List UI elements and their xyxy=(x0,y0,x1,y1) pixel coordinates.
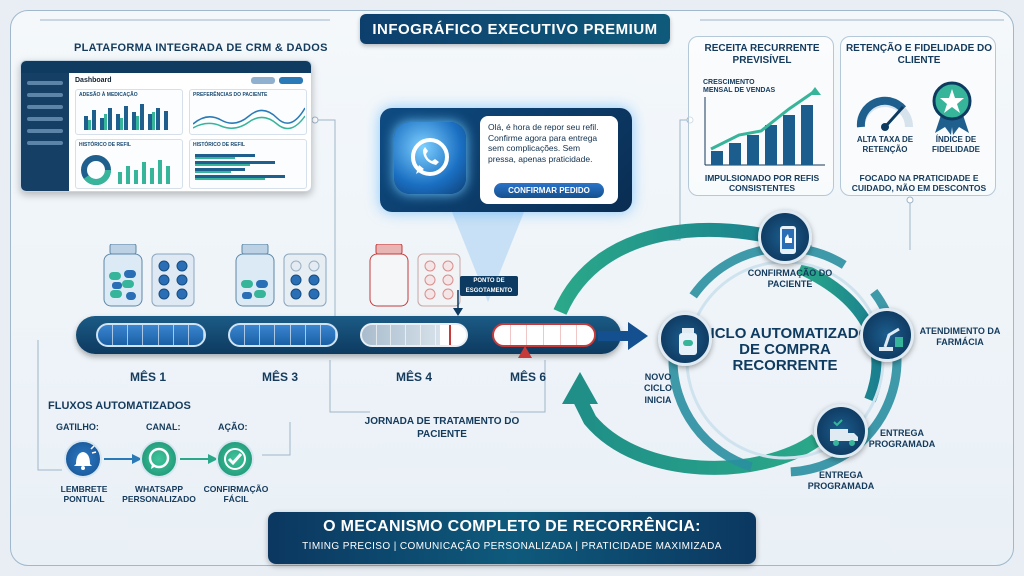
month-label-1: MÊS 1 xyxy=(130,370,167,384)
flow-arrow-2 xyxy=(180,454,218,464)
receita-chart-label: CRESCIMENTO MENSAL DE VENDAS xyxy=(703,79,776,95)
delivery-truck-icon xyxy=(830,419,858,446)
message-bubble: Olá, é hora de repor seu refil. Confirme… xyxy=(480,116,618,204)
timeline-arrow-icon xyxy=(598,322,648,350)
card-preferencias: PREFERÊNCIAS DO PACIENTE xyxy=(189,89,307,135)
medicine-bottle-icon xyxy=(679,328,697,355)
jornada-label: JORNADA DE TRATAMENTO DO PACIENTE xyxy=(364,416,520,440)
entrega-label-b: ENTREGA PROGRAMADA xyxy=(807,470,875,492)
message-text: Olá, é hora de repor seu refil. Confirme… xyxy=(488,122,599,164)
page-title: INFOGRÁFICO EXECUTIVO PREMIUM xyxy=(360,14,670,44)
dashboard-tab-button[interactable] xyxy=(251,77,275,84)
depletion-warning-icon xyxy=(518,346,532,358)
retencao-header: RETENÇÃO E FIDELIDADE DO CLIENTE xyxy=(845,43,993,66)
footer-title: O MECANISMO COMPLETO DE RECORRÊNCIA: xyxy=(323,518,701,535)
treatment-timeline xyxy=(76,316,621,354)
timeline-segment-month1 xyxy=(96,323,206,347)
flow-acao-label: AÇÃO: xyxy=(218,422,248,432)
whatsapp-icon xyxy=(394,122,466,194)
reminder-bell-node xyxy=(64,440,102,478)
crm-dashboard: Dashboard ADESÃO À MEDICAÇÃO PREFERÊNCIA… xyxy=(20,60,312,192)
medication-set-month3 xyxy=(235,244,327,307)
ponto-marker xyxy=(453,290,463,316)
flow-canal-label: CANAL: xyxy=(146,422,181,432)
adesao-bars xyxy=(84,104,168,130)
whatsapp-icon-small xyxy=(148,447,170,469)
loyalty-badge-icon xyxy=(932,81,972,135)
historico-donut xyxy=(81,155,170,185)
footer-subtitle: TIMING PRECISO | COMUNICAÇÃO PERSONALIZA… xyxy=(302,541,722,552)
timeline-segment-month6 xyxy=(492,323,596,347)
flow-gatilho-label: GATILHO: xyxy=(56,422,99,432)
whatsapp-channel-node xyxy=(140,440,178,478)
historico-hbars xyxy=(195,154,285,180)
gauge-icon xyxy=(856,96,913,131)
confirm-order-button[interactable]: CONFIRMAR PEDIDO xyxy=(494,183,604,198)
crm-header: PLATAFORMA INTEGRADA DE CRM & DADOS xyxy=(74,42,328,54)
preferencias-lines xyxy=(193,107,305,130)
novo-ciclo-label: NOVO CICLO INICIA xyxy=(644,372,672,405)
medication-set-month4 xyxy=(369,244,461,307)
badge-label: ÍNDICE DE FIDELIDADE xyxy=(932,135,980,154)
timeline-segment-month4 xyxy=(360,323,468,347)
month-label-4: MÊS 4 xyxy=(396,370,433,384)
timeline-segment-month3 xyxy=(228,323,338,347)
bell-icon xyxy=(74,445,97,470)
medication-set-month1 xyxy=(103,244,195,307)
gauge-label: ALTA TAXA DE RETENÇÃO xyxy=(856,135,914,154)
receita-header: RECEITA RECURRENTE PREVISÍVEL xyxy=(704,43,820,66)
whatsapp-label: WHATSAPP PERSONALIZADO xyxy=(122,484,196,505)
dashboard-action-button[interactable] xyxy=(279,77,303,84)
pharmacy-service-node xyxy=(860,308,914,362)
retencao-panel: RETENÇÃO E FIDELIDADE DO CLIENTE ALTA TA… xyxy=(840,36,996,196)
confirmacao-label: CONFIRMAÇÃO DO PACIENTE xyxy=(747,268,833,290)
atendimento-label: ATENDIMENTO DA FARMÁCIA xyxy=(919,326,1001,348)
new-cycle-node xyxy=(658,312,712,366)
card-adesao: ADESÃO À MEDICAÇÃO xyxy=(75,89,183,135)
check-icon xyxy=(224,448,246,470)
month-label-3: MÊS 3 xyxy=(262,370,299,384)
confirmacao-facil-label: CONFIRMAÇÃO FÁCIL xyxy=(203,484,269,505)
footer-banner: O MECANISMO COMPLETO DE RECORRÊNCIA: TIM… xyxy=(268,512,756,564)
robot-arm-icon xyxy=(879,327,903,351)
entrega-label-a: ENTREGA PROGRAMADA xyxy=(868,428,936,450)
patient-confirmation-node xyxy=(758,210,812,264)
flows-header: FLUXOS AUTOMATIZADOS xyxy=(48,400,191,412)
card-historico-2: HISTÓRICO DE REFIL xyxy=(189,139,307,189)
cycle-center-label: CICLO AUTOMATIZADO DE COMPRA RECORRENTE xyxy=(699,325,871,374)
whatsapp-message-card: Olá, é hora de repor seu refil. Confirme… xyxy=(380,108,632,212)
month-label-6: MÊS 6 xyxy=(510,370,547,384)
scheduled-delivery-node xyxy=(814,404,868,458)
confirmation-check-node xyxy=(216,440,254,478)
card-historico-1: HISTÓRICO DE REFIL xyxy=(75,139,183,189)
dashboard-title: Dashboard xyxy=(75,77,112,84)
receita-panel: RECEITA RECURRENTE PREVISÍVEL CRESCIMENT… xyxy=(688,36,834,196)
flow-arrow-1 xyxy=(104,454,142,464)
ponto-esgotamento-label: PONTO DE ESGOTAMENTO xyxy=(460,276,518,296)
retencao-caption: FOCADO NA PRATICIDADE E CUIDADO, NÃO EM … xyxy=(851,173,987,194)
lembrete-label: LEMBRETE PONTUAL xyxy=(60,484,108,505)
receita-growth-chart xyxy=(704,87,825,166)
smartphone-thumbs-up-icon xyxy=(780,226,796,254)
receita-caption: IMPULSIONADO POR REFIS CONSISTENTES xyxy=(704,173,820,194)
